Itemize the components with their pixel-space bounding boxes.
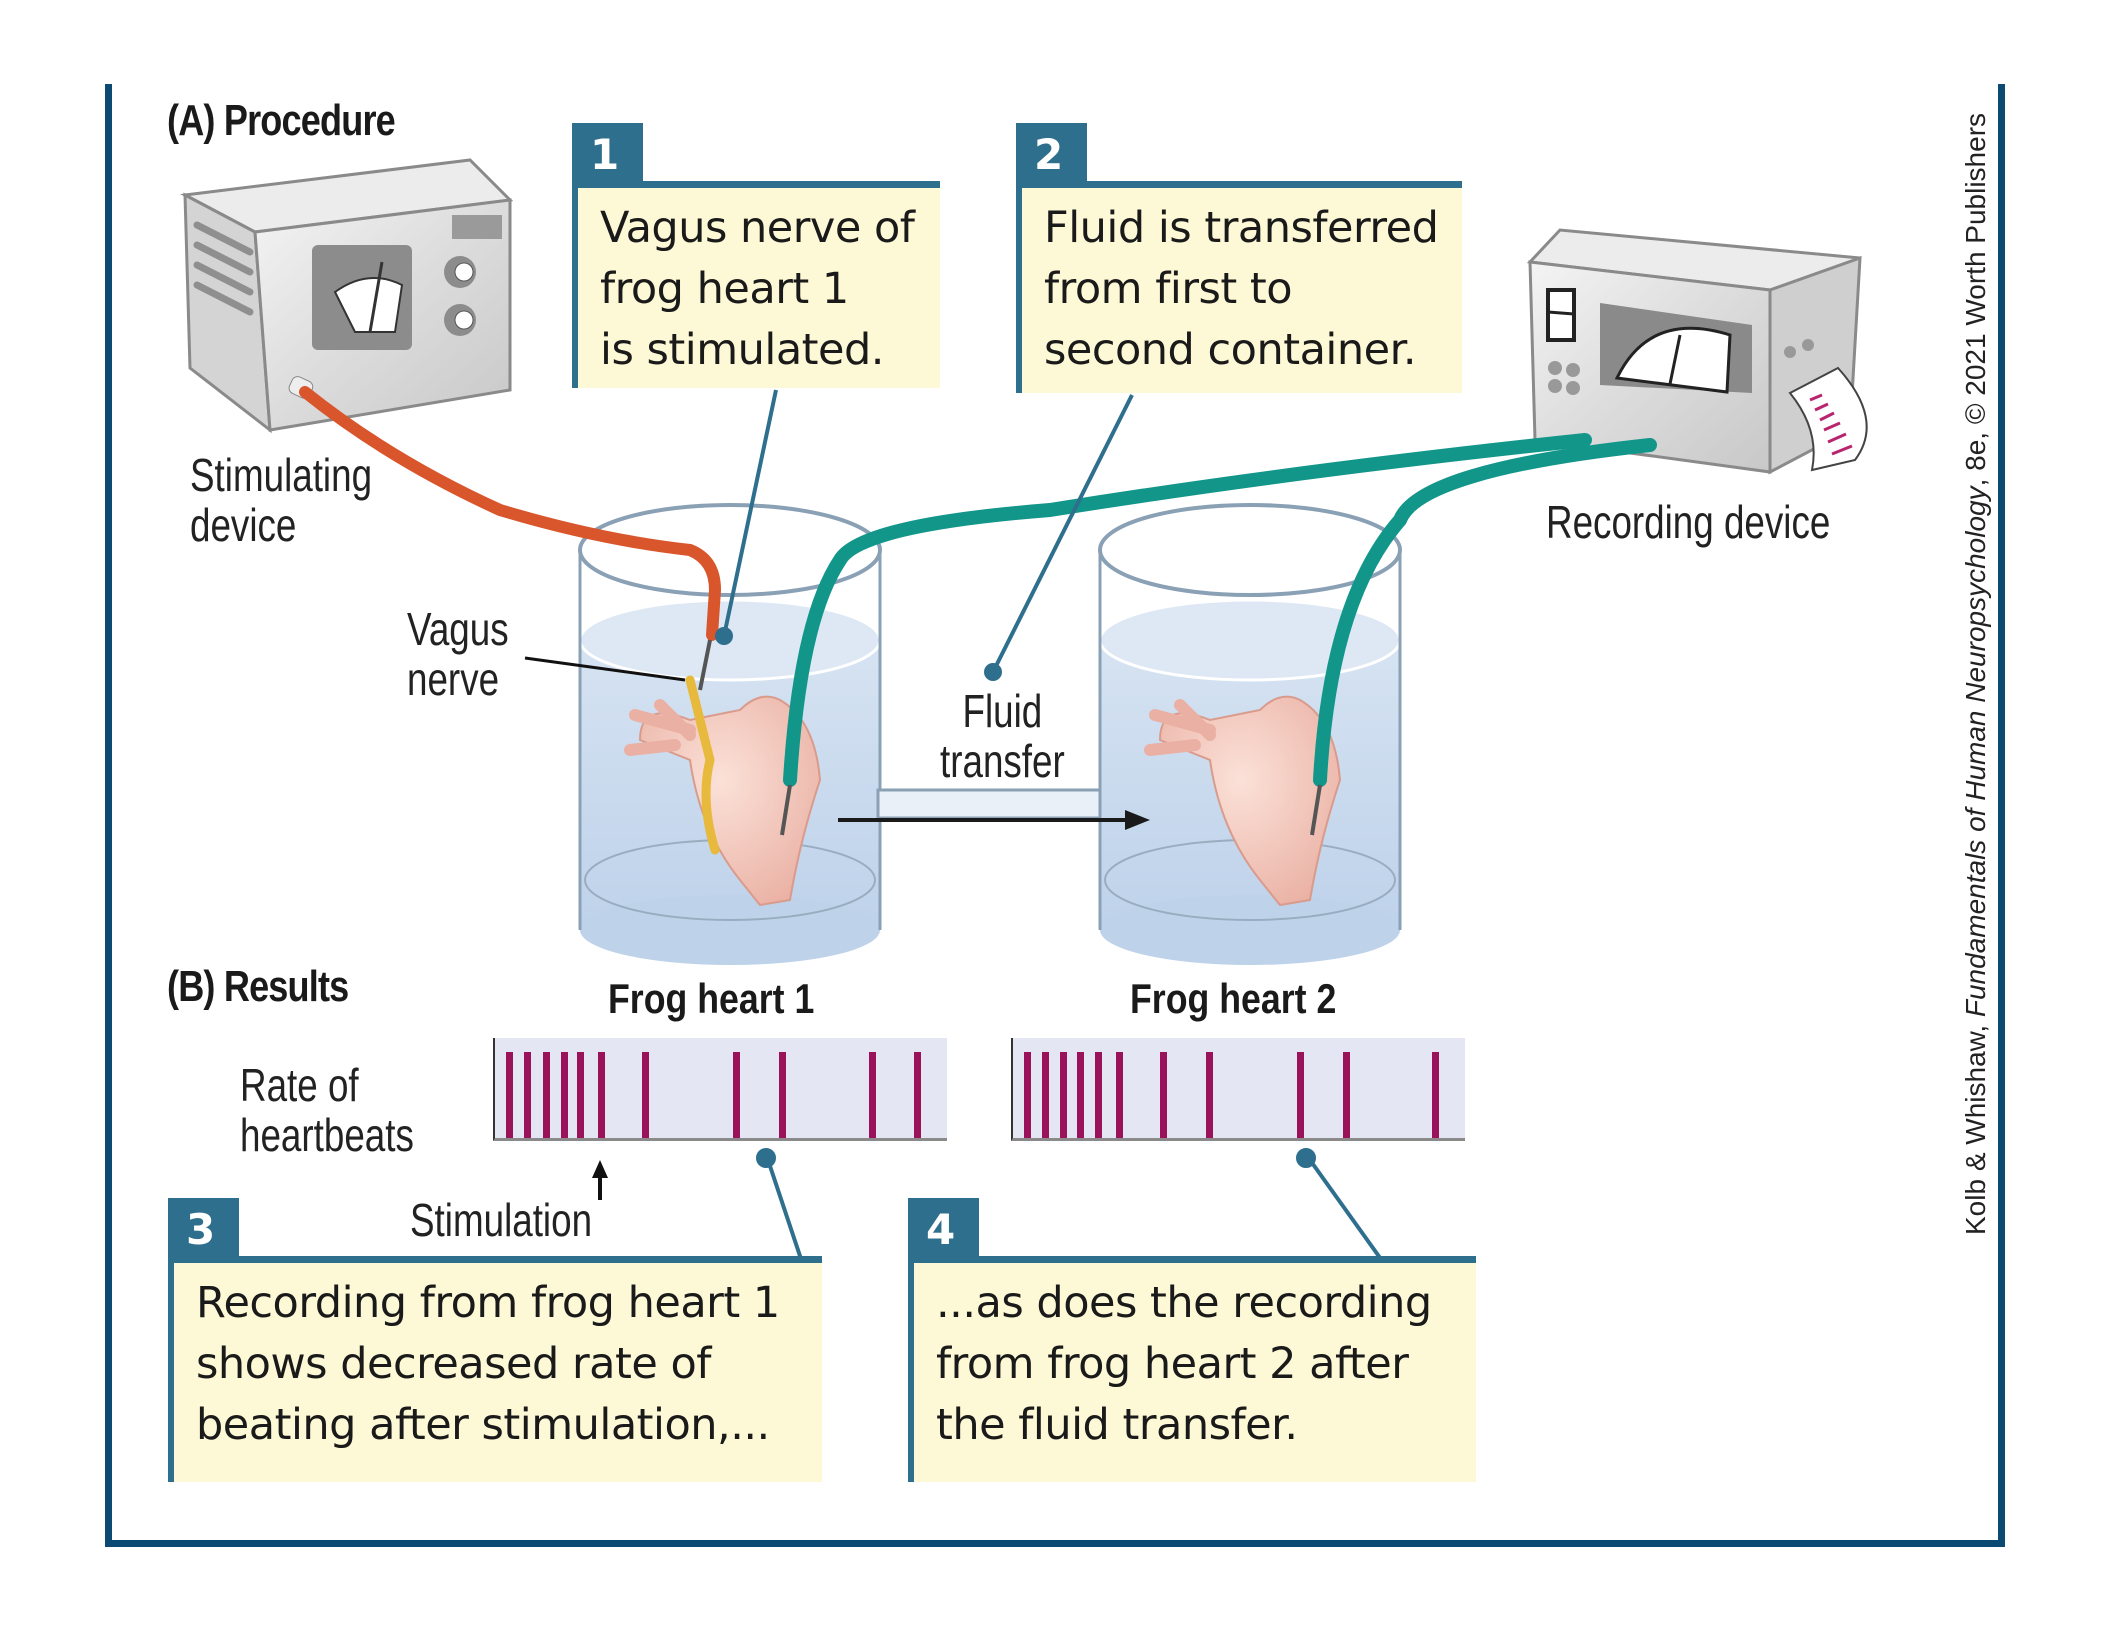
heartbeat-tick [1205,1052,1213,1138]
heartbeat-tick [1024,1052,1032,1138]
callout-1-text: Vagus nerve of frog heart 1 is stimulate… [578,188,940,388]
stimulating-device-label: Stimulating device [190,449,373,551]
heartbeat-strip-frog-2 [1011,1038,1465,1141]
callout-1: 1 Vagus nerve of frog heart 1 is stimula… [572,123,940,388]
callout-3: 3 Recording from frog heart 1 shows decr… [168,1198,822,1482]
heartbeat-tick [524,1052,532,1138]
fluid-transfer-label: Fluid transfer [940,685,1065,787]
callout-2-number: 2 [1016,123,1087,187]
electrode-icon [698,639,712,691]
heartbeat-tick [542,1052,550,1138]
heartbeat-tick [1160,1052,1168,1138]
credit-authors: Kolb & Whishaw, [1960,1017,1991,1235]
heartbeat-tick [560,1052,568,1138]
vagus-nerve-label: Vagus nerve [407,603,509,705]
callout-3-text: Recording from frog heart 1 shows decrea… [174,1263,822,1482]
frog-heart-1-title: Frog heart 1 [608,975,815,1022]
frog-heart-1-icon [624,675,822,907]
heartbeat-tick [869,1052,877,1138]
recording-device-icon [1526,228,1868,475]
credit-rest: , 8e, © 2021 Worth Publishers [1960,112,1991,487]
frog-heart-2-title: Frog heart 2 [1130,975,1337,1022]
stimulating-device-icon [180,158,514,434]
stimulating-wire-icon [299,386,722,641]
heartbeat-tick [597,1052,605,1138]
section-b-title: (B) Results [167,962,349,1011]
callout-4-number: 4 [908,1198,979,1262]
callout-2-text: Fluid is transferred from first to secon… [1022,188,1462,393]
callout-3-number: 3 [168,1198,239,1262]
heartbeat-tick [1042,1052,1050,1138]
heartbeat-tick [642,1052,650,1138]
heartbeat-tick [1060,1052,1068,1138]
callout-2: 2 Fluid is transferred from first to sec… [1016,123,1462,393]
callout-4: 4 ...as does the recording from frog hea… [908,1198,1476,1482]
callout-1-number: 1 [572,123,643,187]
section-a-title: (A) Procedure [167,96,396,145]
heartbeat-tick [1296,1052,1304,1138]
heartbeat-tick [577,1052,585,1138]
vagus-leader-line [524,656,686,682]
heartbeat-tick [1095,1052,1103,1138]
stimulation-arrow-icon [592,1160,608,1200]
beaker-2-icon [1098,503,1402,965]
frog-heart-2-icon [1144,695,1342,907]
heartbeat-tick [914,1052,922,1138]
heartbeat-tick [506,1052,514,1138]
credit-book: Fundamentals of Human Neuropsychology [1960,486,1991,1018]
figure-frame [105,84,2005,1547]
heartbeat-tick [1342,1052,1350,1138]
heartbeat-tick [733,1052,741,1138]
heartbeat-tick [1077,1052,1085,1138]
stimulation-label: Stimulation [410,1194,593,1246]
callout-4-text: ...as does the recording from frog heart… [914,1263,1476,1482]
recording-device-label: Recording device [1546,496,1831,548]
recording-tube-1-icon [783,433,1592,787]
heartbeat-tick [1115,1052,1123,1138]
heartbeat-tick [1431,1052,1439,1138]
copyright-credit: Kolb & Whishaw, Fundamentals of Human Ne… [1960,113,1992,1235]
recording-tube-2-icon [1313,438,1657,787]
heartbeat-strip-frog-1 [493,1038,947,1141]
heartbeat-tick [779,1052,787,1138]
callout-pointers [715,389,1385,1264]
fluid-transfer-pipe-icon [838,788,1150,830]
rate-of-heartbeats-label: Rate of heartbeats [240,1059,414,1161]
